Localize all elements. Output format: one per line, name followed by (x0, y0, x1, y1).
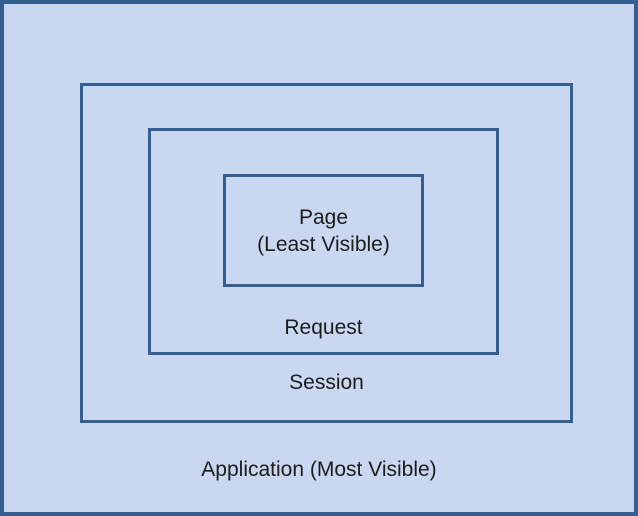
request-scope-label: Request (284, 316, 363, 339)
page-scope-sublabel: (Least Visible) (257, 232, 390, 256)
page-scope-label: Page (298, 205, 349, 229)
application-scope-label: Application (Most Visible) (201, 458, 437, 481)
request-scope-box: Page (Least Visible) Request (148, 128, 499, 355)
page-scope-box: Page (Least Visible) (223, 174, 424, 287)
session-scope-box: Page (Least Visible) Request Session (80, 83, 573, 423)
session-scope-label: Session (289, 371, 364, 394)
